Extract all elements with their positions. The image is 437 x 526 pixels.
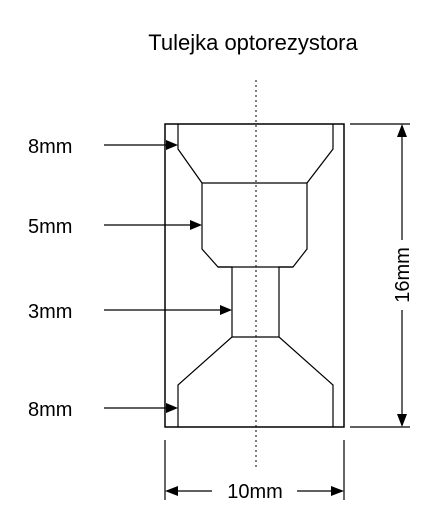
- height-dimension: [350, 123, 410, 428]
- label-height: 16mm: [392, 247, 414, 303]
- width-dimension: [164, 440, 345, 500]
- label-width: 10mm: [227, 481, 283, 503]
- bore-profile-left: [177, 124, 233, 427]
- label-upper-middle-bore: 5mm: [28, 216, 72, 238]
- bore-profile-right: [278, 124, 334, 427]
- leader-arrow-upper-middle-bore: [104, 220, 202, 230]
- leader-arrow-bottom-bore: [104, 403, 178, 413]
- label-top-bore: 8mm: [28, 136, 72, 158]
- label-narrow-bore: 3mm: [28, 301, 72, 323]
- drawing-title: Tulejka optorezystora: [148, 30, 358, 55]
- sleeve-outline: [164, 123, 345, 428]
- label-bottom-bore: 8mm: [28, 399, 72, 421]
- leader-arrow-top-bore: [104, 140, 178, 150]
- leader-arrow-narrow-bore: [104, 305, 232, 315]
